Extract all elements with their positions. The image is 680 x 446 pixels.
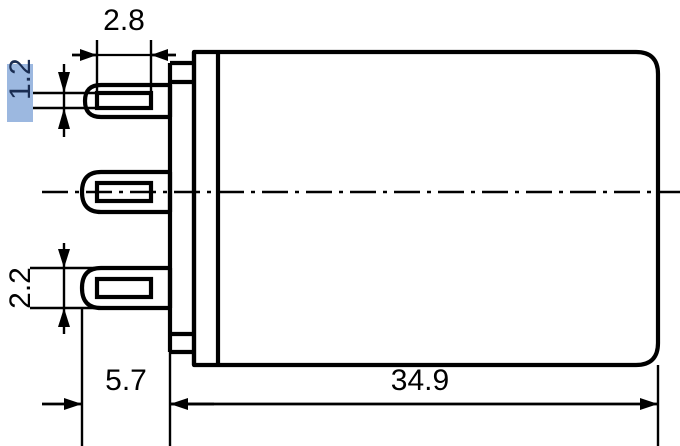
body-outer-profile [191, 49, 661, 368]
dim-349-label: 34.9 [391, 364, 449, 397]
dim-22-arrow-bottom [58, 308, 70, 327]
dim-12-label-group: 1.2 [4, 58, 37, 122]
dimension-pin-slot-height: 1.2 [4, 58, 101, 137]
dim-28-label: 2.8 [103, 4, 145, 37]
dim-22-arrow-top [58, 249, 70, 268]
terminal-pin-top [82, 82, 173, 120]
dim-28-arrow-left [80, 49, 97, 61]
dimension-pin-width: 2.8 [72, 4, 176, 97]
dim-349-arrow-right [640, 398, 658, 410]
dim-57-arrow-left [64, 398, 82, 410]
pin-middle-outline [79, 169, 170, 215]
dim-57-label: 5.7 [105, 364, 147, 397]
dimension-body-length: 34.9 [170, 364, 660, 446]
pin-top-outline [82, 82, 170, 120]
pin-bottom-slot [94, 276, 154, 300]
dim-12-arrow-top [58, 72, 70, 93]
dim-12-label: 1.2 [4, 58, 37, 100]
dim-12-arrow-bottom [58, 108, 70, 129]
terminal-pin-middle [79, 169, 173, 215]
pin-middle-slot [94, 180, 154, 204]
dim-12-selection-highlight [7, 64, 33, 122]
dim-22-label: 2.2 [4, 267, 37, 309]
pin-top-slot [94, 90, 154, 111]
body-outline [191, 49, 661, 368]
dim-28-arrow-right [151, 49, 168, 61]
dimension-pin-height: 2.2 [4, 243, 101, 334]
